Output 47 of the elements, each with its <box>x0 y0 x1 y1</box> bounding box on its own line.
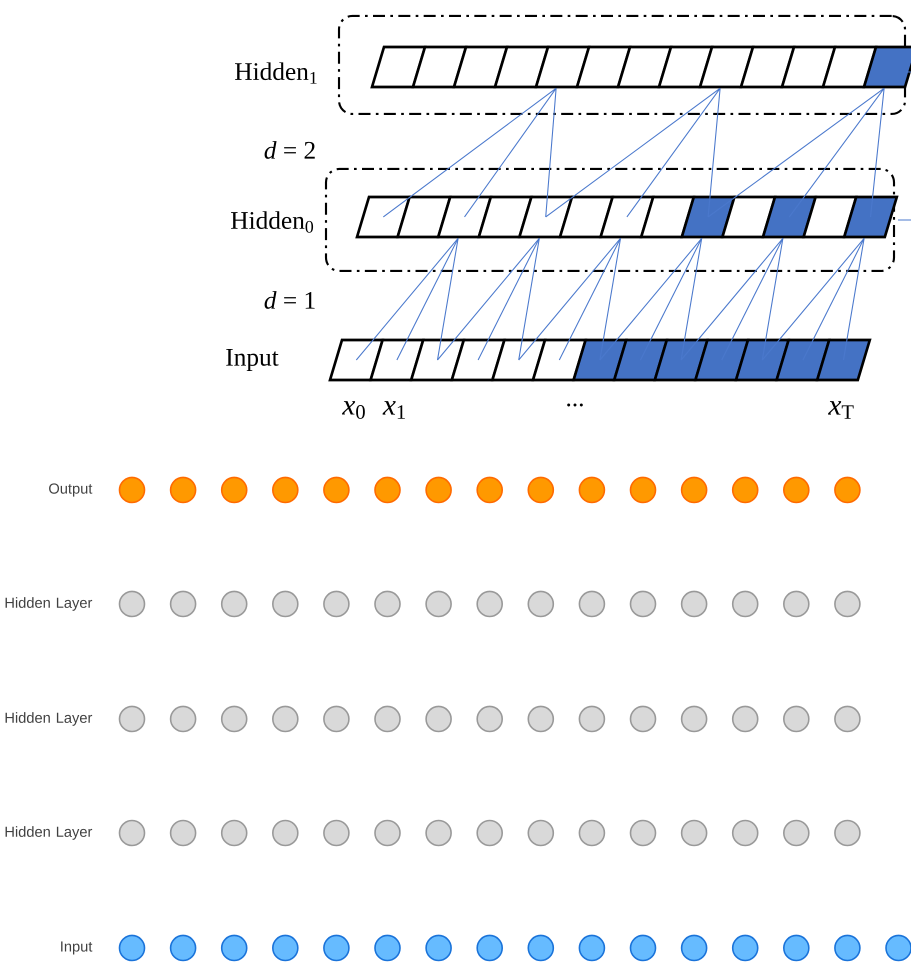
d-label: d = 1 <box>264 291 315 309</box>
connector-line <box>599 238 622 360</box>
connector-line <box>545 88 557 218</box>
cell <box>396 196 452 238</box>
connector-line <box>545 88 720 218</box>
layer-label: Hidden Layer <box>6 826 92 840</box>
layer-label: Output <box>49 483 92 497</box>
cell <box>862 46 911 88</box>
connector-line <box>870 88 885 218</box>
connector-line <box>356 238 459 360</box>
connector-line <box>708 88 721 218</box>
connector-line <box>518 238 540 360</box>
cell <box>572 338 628 382</box>
connector-line <box>626 88 721 218</box>
connector-line <box>802 238 865 360</box>
row-label: Input <box>226 349 279 371</box>
cell <box>598 196 655 238</box>
connector-line <box>842 238 865 360</box>
connector-line <box>558 238 621 360</box>
cell-label: x$_{0}$ <box>342 401 365 419</box>
connector-line <box>437 238 540 360</box>
connector-line <box>680 238 702 360</box>
layer-label: Hidden$_{0}$ <box>231 211 314 233</box>
connector-line <box>518 238 621 360</box>
connector-line <box>762 238 865 360</box>
connector-line <box>721 238 784 360</box>
connector-line <box>436 238 459 360</box>
layer-label: Hidden Layer <box>6 597 92 611</box>
layer-label: Hidden$_{1}$ <box>235 62 317 84</box>
cell <box>774 338 831 382</box>
connector-line <box>762 238 784 360</box>
connector-line <box>788 88 885 218</box>
cell-label: x$_{1}$ <box>382 401 405 419</box>
ellipsis: ... <box>567 404 583 406</box>
connector-line <box>383 88 556 218</box>
layer-label: Input <box>61 941 92 955</box>
layer-label: Hidden Layer <box>6 712 92 726</box>
connector-line <box>640 238 702 360</box>
connector-line <box>600 238 702 360</box>
connector-line <box>478 238 540 360</box>
connector-line <box>680 238 784 360</box>
cell <box>802 196 858 238</box>
cell-label: x$_{T}$ <box>828 401 854 419</box>
d-label: d = 2 <box>264 141 315 159</box>
connector-line <box>708 88 884 218</box>
connector-line <box>396 238 459 360</box>
connector-line <box>464 88 557 218</box>
